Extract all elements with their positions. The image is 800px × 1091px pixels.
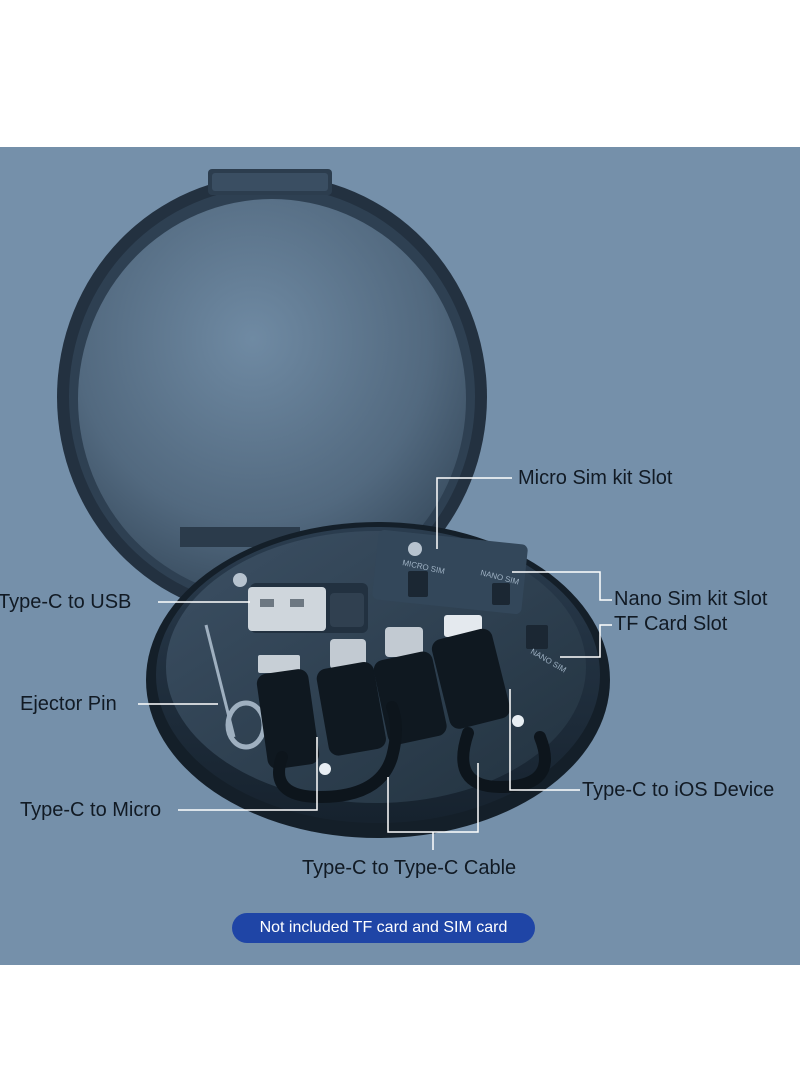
label-type-c-to-ios: Type-C to iOS Device — [582, 779, 775, 801]
leader-micro-sim — [436, 477, 512, 549]
usb-adapter — [248, 583, 368, 633]
case-lid — [57, 169, 487, 619]
label-tf-card-slot: TF Card Slot — [614, 613, 728, 635]
adapter-micro — [256, 655, 320, 769]
label-nano-sim-slot: Nano Sim kit Slot — [614, 588, 768, 610]
adapter-ios — [431, 615, 511, 729]
leader-type-c-micro — [178, 737, 318, 811]
product-panel: MICRO SIM NANO SIM NANO SIM — [0, 147, 800, 965]
leader-lines — [138, 477, 612, 850]
notice-badge: Not included TF card and SIM card — [232, 913, 535, 943]
leader-type-c-ios — [509, 689, 580, 791]
coiled-cable — [273, 701, 551, 804]
adapter-type-c-1 — [316, 639, 386, 756]
label-type-c-to-micro: Type-C to Micro — [20, 799, 162, 821]
label-ejector-pin: Ejector Pin — [20, 693, 117, 715]
leader-tf-card — [560, 624, 612, 658]
label-micro-sim-slot: Micro Sim kit Slot — [518, 467, 673, 489]
leader-nano-sim — [512, 571, 612, 601]
cable-kit-case-illustration: MICRO SIM NANO SIM NANO SIM — [57, 169, 612, 850]
label-type-c-cable: Type-C to Type-C Cable — [302, 857, 517, 879]
label-type-c-to-usb: Type-C to USB — [0, 591, 132, 613]
